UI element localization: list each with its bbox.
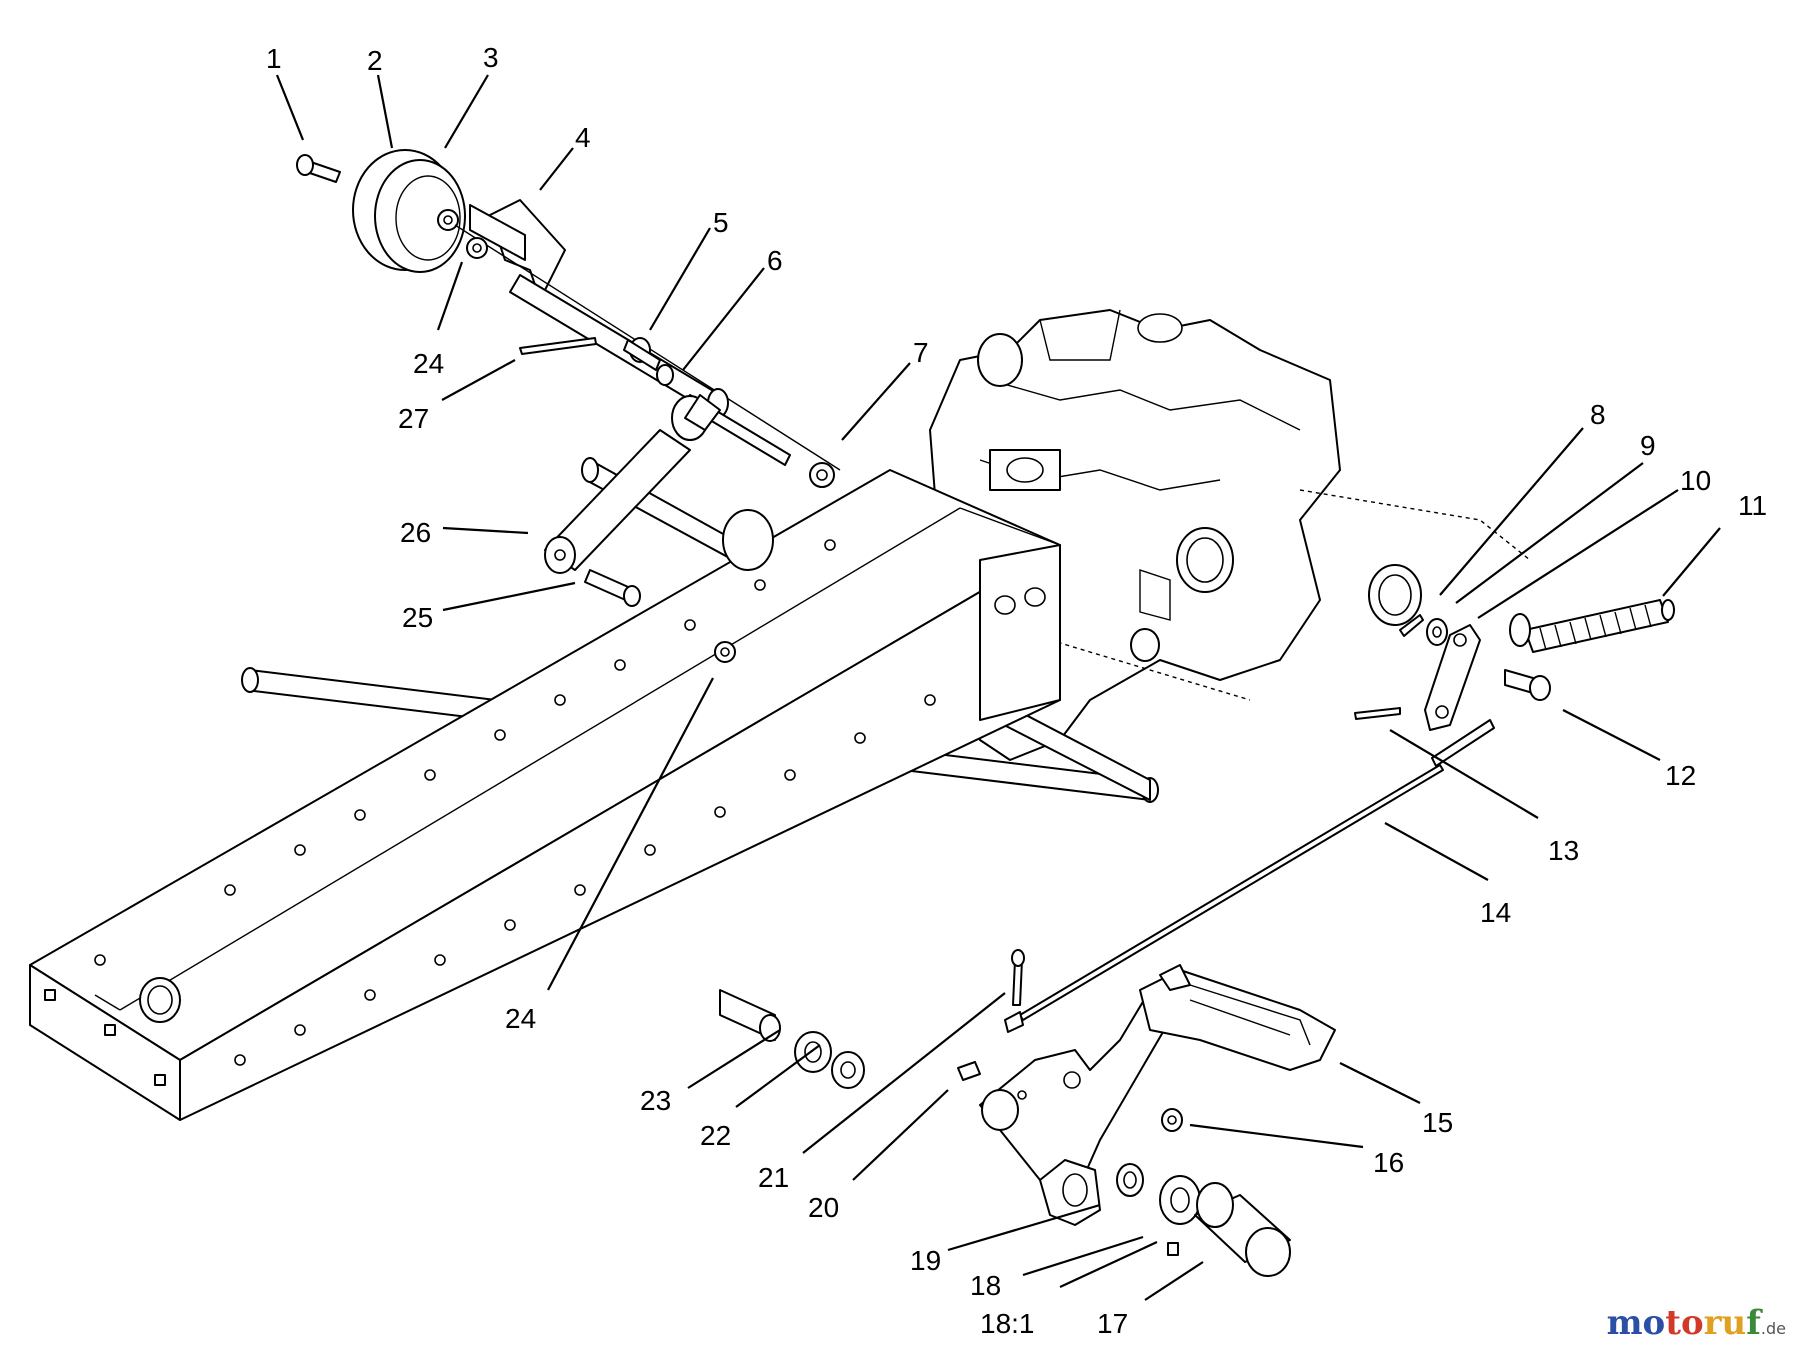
- callout-27: 27: [398, 403, 429, 434]
- nut-24-upper: [466, 237, 488, 259]
- callout-18-1: 18:1: [980, 1308, 1035, 1339]
- callout-10: 10: [1680, 465, 1711, 496]
- callout-20: 20: [808, 1192, 839, 1223]
- frame-holes: [44, 539, 1046, 1086]
- callout-labels: 1 2 3 4 5 6 7 8 9 10 11 12 13 14 15 16 1…: [266, 42, 1767, 1339]
- callout-24-upper: 24: [413, 348, 444, 379]
- callout-17: 17: [1097, 1308, 1128, 1339]
- callout-12: 12: [1665, 760, 1696, 791]
- washer-22: [831, 1051, 865, 1089]
- washer-9: [1426, 618, 1448, 646]
- sleeve: [656, 364, 674, 386]
- leader-lines: [275, 74, 1721, 1301]
- damper-cylinder: [544, 394, 721, 574]
- pulley-bracket: [469, 199, 566, 301]
- callout-23: 23: [640, 1085, 671, 1116]
- callout-15: 15: [1422, 1107, 1453, 1138]
- callout-25: 25: [402, 602, 433, 633]
- pin-25: [584, 569, 641, 607]
- callout-16: 16: [1373, 1147, 1404, 1178]
- extension-spring: [1509, 599, 1675, 653]
- cotter-pin-13: [1354, 707, 1401, 720]
- idler-pulley: [352, 149, 466, 273]
- washer-7: [809, 462, 835, 488]
- hub-17: [1194, 1182, 1291, 1277]
- callout-7: 7: [913, 337, 929, 368]
- callout-9: 9: [1640, 430, 1656, 461]
- callout-6: 6: [767, 245, 783, 276]
- callout-22: 22: [700, 1120, 731, 1151]
- pedal-pad: [1139, 964, 1336, 1071]
- cotter-pin-27: [519, 337, 597, 355]
- washer-23: [794, 1031, 832, 1073]
- callout-14: 14: [1480, 897, 1511, 928]
- callout-11: 11: [1738, 490, 1767, 521]
- callout-18: 18: [970, 1270, 1001, 1301]
- set-screw-18-1: [1167, 1242, 1179, 1256]
- roll-pin: [1431, 719, 1495, 767]
- callout-21: 21: [758, 1162, 789, 1193]
- cotter-pin-8: [1399, 614, 1424, 637]
- callout-19: 19: [910, 1245, 941, 1276]
- grease-fitting: [957, 1061, 981, 1081]
- callout-5: 5: [713, 207, 729, 238]
- control-lever: [1424, 624, 1481, 731]
- watermark-logo: motoruf.de: [1606, 1303, 1786, 1343]
- callout-26: 26: [400, 517, 431, 548]
- washer-19: [1116, 1163, 1144, 1197]
- pulley-behind-frame: [722, 509, 774, 571]
- callout-1: 1: [266, 43, 282, 74]
- idler-bolt: [296, 154, 341, 183]
- control-rod: [1004, 764, 1444, 1033]
- cap-12: [1504, 669, 1551, 701]
- callout-24-lower: 24: [505, 1003, 536, 1034]
- nut-24-lower: [714, 641, 736, 663]
- callout-8: 8: [1590, 399, 1606, 430]
- callout-13: 13: [1548, 835, 1579, 866]
- callout-3: 3: [483, 42, 499, 73]
- spacer: [623, 337, 661, 371]
- main-frame-rail: [29, 469, 1061, 1121]
- callout-2: 2: [367, 45, 383, 76]
- pedal-shaft: [719, 989, 781, 1042]
- washer-16: [1161, 1108, 1183, 1132]
- clevis-pin-21: [1011, 949, 1025, 1006]
- callout-4: 4: [575, 122, 591, 153]
- bearing-18: [1159, 1175, 1201, 1225]
